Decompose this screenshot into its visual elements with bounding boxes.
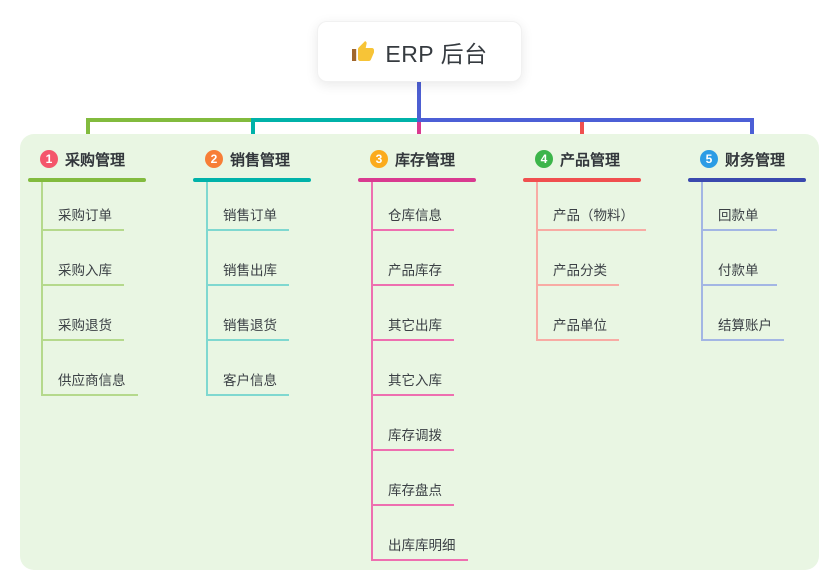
item-node[interactable]: 采购入库 — [43, 231, 124, 286]
item-node[interactable]: 库存盘点 — [373, 451, 454, 506]
branch-item-list: 仓库信息 产品库存 其它出库 其它入库 库存调拨 库存盘点 出库库明细 — [371, 182, 468, 561]
branch-item-list: 产品（物料） 产品分类 产品单位 — [536, 182, 646, 341]
item-node[interactable]: 客户信息 — [208, 341, 289, 396]
branch-item-list: 回款单 付款单 结算账户 — [701, 182, 784, 341]
connector-branch2-bus — [251, 118, 419, 122]
branch-underline — [358, 178, 476, 182]
branches-panel — [20, 134, 819, 570]
connector-branch4-drop — [580, 118, 584, 145]
item-node[interactable]: 回款单 — [703, 182, 777, 231]
root-label: ERP 后台 — [385, 40, 488, 67]
connector-branch5-drop — [750, 118, 754, 145]
item-node[interactable]: 产品（物料） — [538, 182, 646, 231]
thumbs-up-icon — [351, 40, 375, 64]
branch-finance: 5 财务管理 回款单 付款单 结算账户 — [688, 146, 806, 341]
branch-inventory: 3 库存管理 仓库信息 产品库存 其它出库 其它入库 库存调拨 库存盘点 出库库… — [358, 146, 476, 561]
branch-sales: 2 销售管理 销售订单 销售出库 销售退货 客户信息 — [193, 146, 311, 396]
connector-branch1-drop — [86, 118, 90, 145]
branch-header-sales[interactable]: 2 销售管理 — [193, 146, 311, 172]
item-node[interactable]: 结算账户 — [703, 286, 784, 341]
item-node[interactable]: 销售订单 — [208, 182, 289, 231]
connector-branch2-drop — [251, 118, 255, 145]
item-node[interactable]: 其它入库 — [373, 341, 454, 396]
item-node[interactable]: 产品单位 — [538, 286, 619, 341]
item-node[interactable]: 采购退货 — [43, 286, 124, 341]
item-node[interactable]: 付款单 — [703, 231, 777, 286]
item-node[interactable]: 产品分类 — [538, 231, 619, 286]
branch-product: 4 产品管理 产品（物料） 产品分类 产品单位 — [523, 146, 646, 341]
branch-number-badge: 2 — [205, 150, 223, 168]
branch-label: 销售管理 — [230, 151, 291, 169]
branch-underline — [523, 178, 641, 182]
item-node[interactable]: 销售出库 — [208, 231, 289, 286]
item-node[interactable]: 其它出库 — [373, 286, 454, 341]
branch-underline — [193, 178, 311, 182]
item-node[interactable]: 仓库信息 — [373, 182, 454, 231]
branch-number-badge: 4 — [535, 150, 553, 168]
branch-header-inventory[interactable]: 3 库存管理 — [358, 146, 476, 172]
branch-underline — [28, 178, 146, 182]
branch-underline — [688, 178, 806, 182]
branch-header-purchase[interactable]: 1 采购管理 — [28, 146, 146, 172]
connector-branch3-drop — [417, 118, 421, 145]
connector-branch1-bus — [86, 118, 253, 122]
item-node[interactable]: 出库库明细 — [373, 506, 468, 561]
branch-label: 库存管理 — [395, 151, 456, 169]
branch-label: 财务管理 — [725, 151, 786, 169]
connector-root-drop — [417, 82, 421, 122]
branch-number-badge: 1 — [40, 150, 58, 168]
item-node[interactable]: 库存调拨 — [373, 396, 454, 451]
branch-purchase: 1 采购管理 采购订单 采购入库 采购退货 供应商信息 — [28, 146, 146, 396]
branch-label: 采购管理 — [65, 151, 126, 169]
item-node[interactable]: 采购订单 — [43, 182, 124, 231]
branch-number-badge: 3 — [370, 150, 388, 168]
branch-label: 产品管理 — [560, 151, 621, 169]
branch-header-finance[interactable]: 5 财务管理 — [688, 146, 806, 172]
branch-item-list: 采购订单 采购入库 采购退货 供应商信息 — [41, 182, 138, 396]
item-node[interactable]: 供应商信息 — [43, 341, 138, 396]
branch-header-product[interactable]: 4 产品管理 — [523, 146, 641, 172]
branch-number-badge: 5 — [700, 150, 718, 168]
item-node[interactable]: 产品库存 — [373, 231, 454, 286]
branch-item-list: 销售订单 销售出库 销售退货 客户信息 — [206, 182, 289, 396]
connector-branch5-bus — [417, 118, 754, 122]
item-node[interactable]: 销售退货 — [208, 286, 289, 341]
root-node[interactable]: ERP 后台 — [317, 21, 522, 82]
